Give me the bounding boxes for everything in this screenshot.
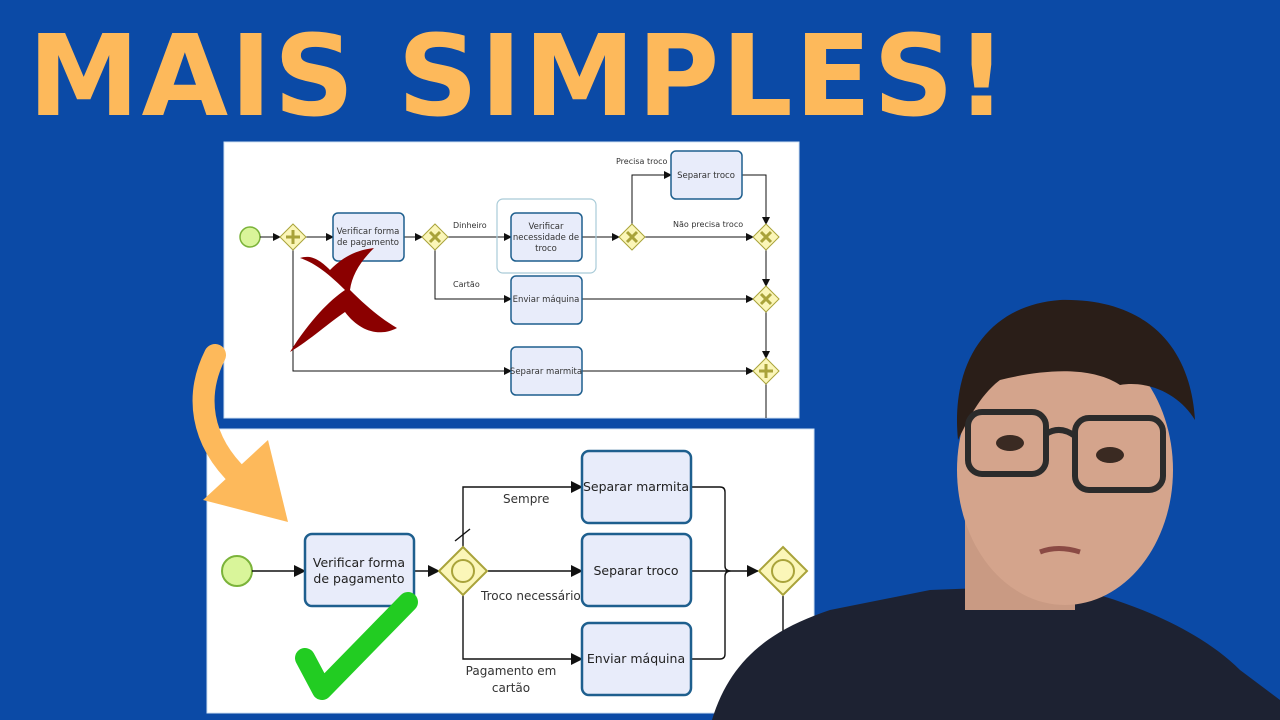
curved-arrow-icon [192,344,288,522]
svg-text:troco: troco [535,244,557,254]
task-verificar-forma: Verificar forma de pagamento [303,532,416,608]
svg-text:Separar marmita: Separar marmita [510,367,582,377]
svg-text:Verificar forma: Verificar forma [313,555,405,570]
svg-text:de pagamento: de pagamento [313,571,404,586]
old-diagram: Verificar forma de pagamento Verificar n… [223,141,800,419]
flow-label-sempre: Sempre [503,492,549,506]
headline: MAIS SIMPLES! [28,12,1009,142]
svg-text:Verificar forma: Verificar forma [337,227,400,237]
gateway-exclusive [618,223,646,251]
gateway-inclusive [437,545,489,597]
task-separar-troco: Separar troco [670,150,743,200]
gateway-parallel-merge [752,357,780,385]
start-event [239,226,261,248]
flow-label-cartao: Cartão [453,280,480,289]
gateway-exclusive-merge [752,285,780,313]
svg-text:Separar troco: Separar troco [593,563,678,578]
flow-label-pagamento-cartao: Pagamento em [466,664,557,678]
gateway-inclusive-merge [757,545,809,597]
task-enviar-maquina: Enviar máquina [580,621,693,697]
task-separar-marmita: Separar marmita [580,449,693,525]
task-verificar-forma: Verificar forma de pagamento [332,212,405,262]
svg-text:Verificar: Verificar [529,222,564,232]
task-enviar-maquina: Enviar máquina [510,275,583,325]
flow-label-precisa-troco: Precisa troco [616,157,667,166]
gateway-parallel [279,223,307,251]
flow-label-nao-precisa-troco: Não precisa troco [673,220,743,229]
svg-text:de pagamento: de pagamento [337,238,399,248]
new-diagram: Verificar forma de pagamento Separar mar… [206,428,815,714]
presenter-photo [712,299,1280,720]
svg-text:Separar marmita: Separar marmita [583,479,689,494]
svg-text:necessidade de: necessidade de [513,233,579,243]
task-separar-troco: Separar troco [580,532,693,608]
flow-label-dinheiro: Dinheiro [453,221,487,230]
start-event [221,555,253,587]
check-icon [295,592,418,700]
gateway-exclusive-merge [752,223,780,251]
svg-text:Enviar máquina: Enviar máquina [587,651,685,666]
svg-text:Separar troco: Separar troco [677,171,735,181]
flow-label-pagamento-cartao-2: cartão [492,681,530,695]
x-icon [290,248,397,352]
flow-label-troco-necessario: Troco necessário [480,589,581,603]
task-separar-marmita: Separar marmita [510,346,583,396]
gateway-exclusive [421,223,449,251]
glasses-icon [965,409,1166,493]
task-verificar-troco: Verificar necessidade de troco [510,212,583,262]
svg-text:Enviar máquina: Enviar máquina [513,295,580,305]
